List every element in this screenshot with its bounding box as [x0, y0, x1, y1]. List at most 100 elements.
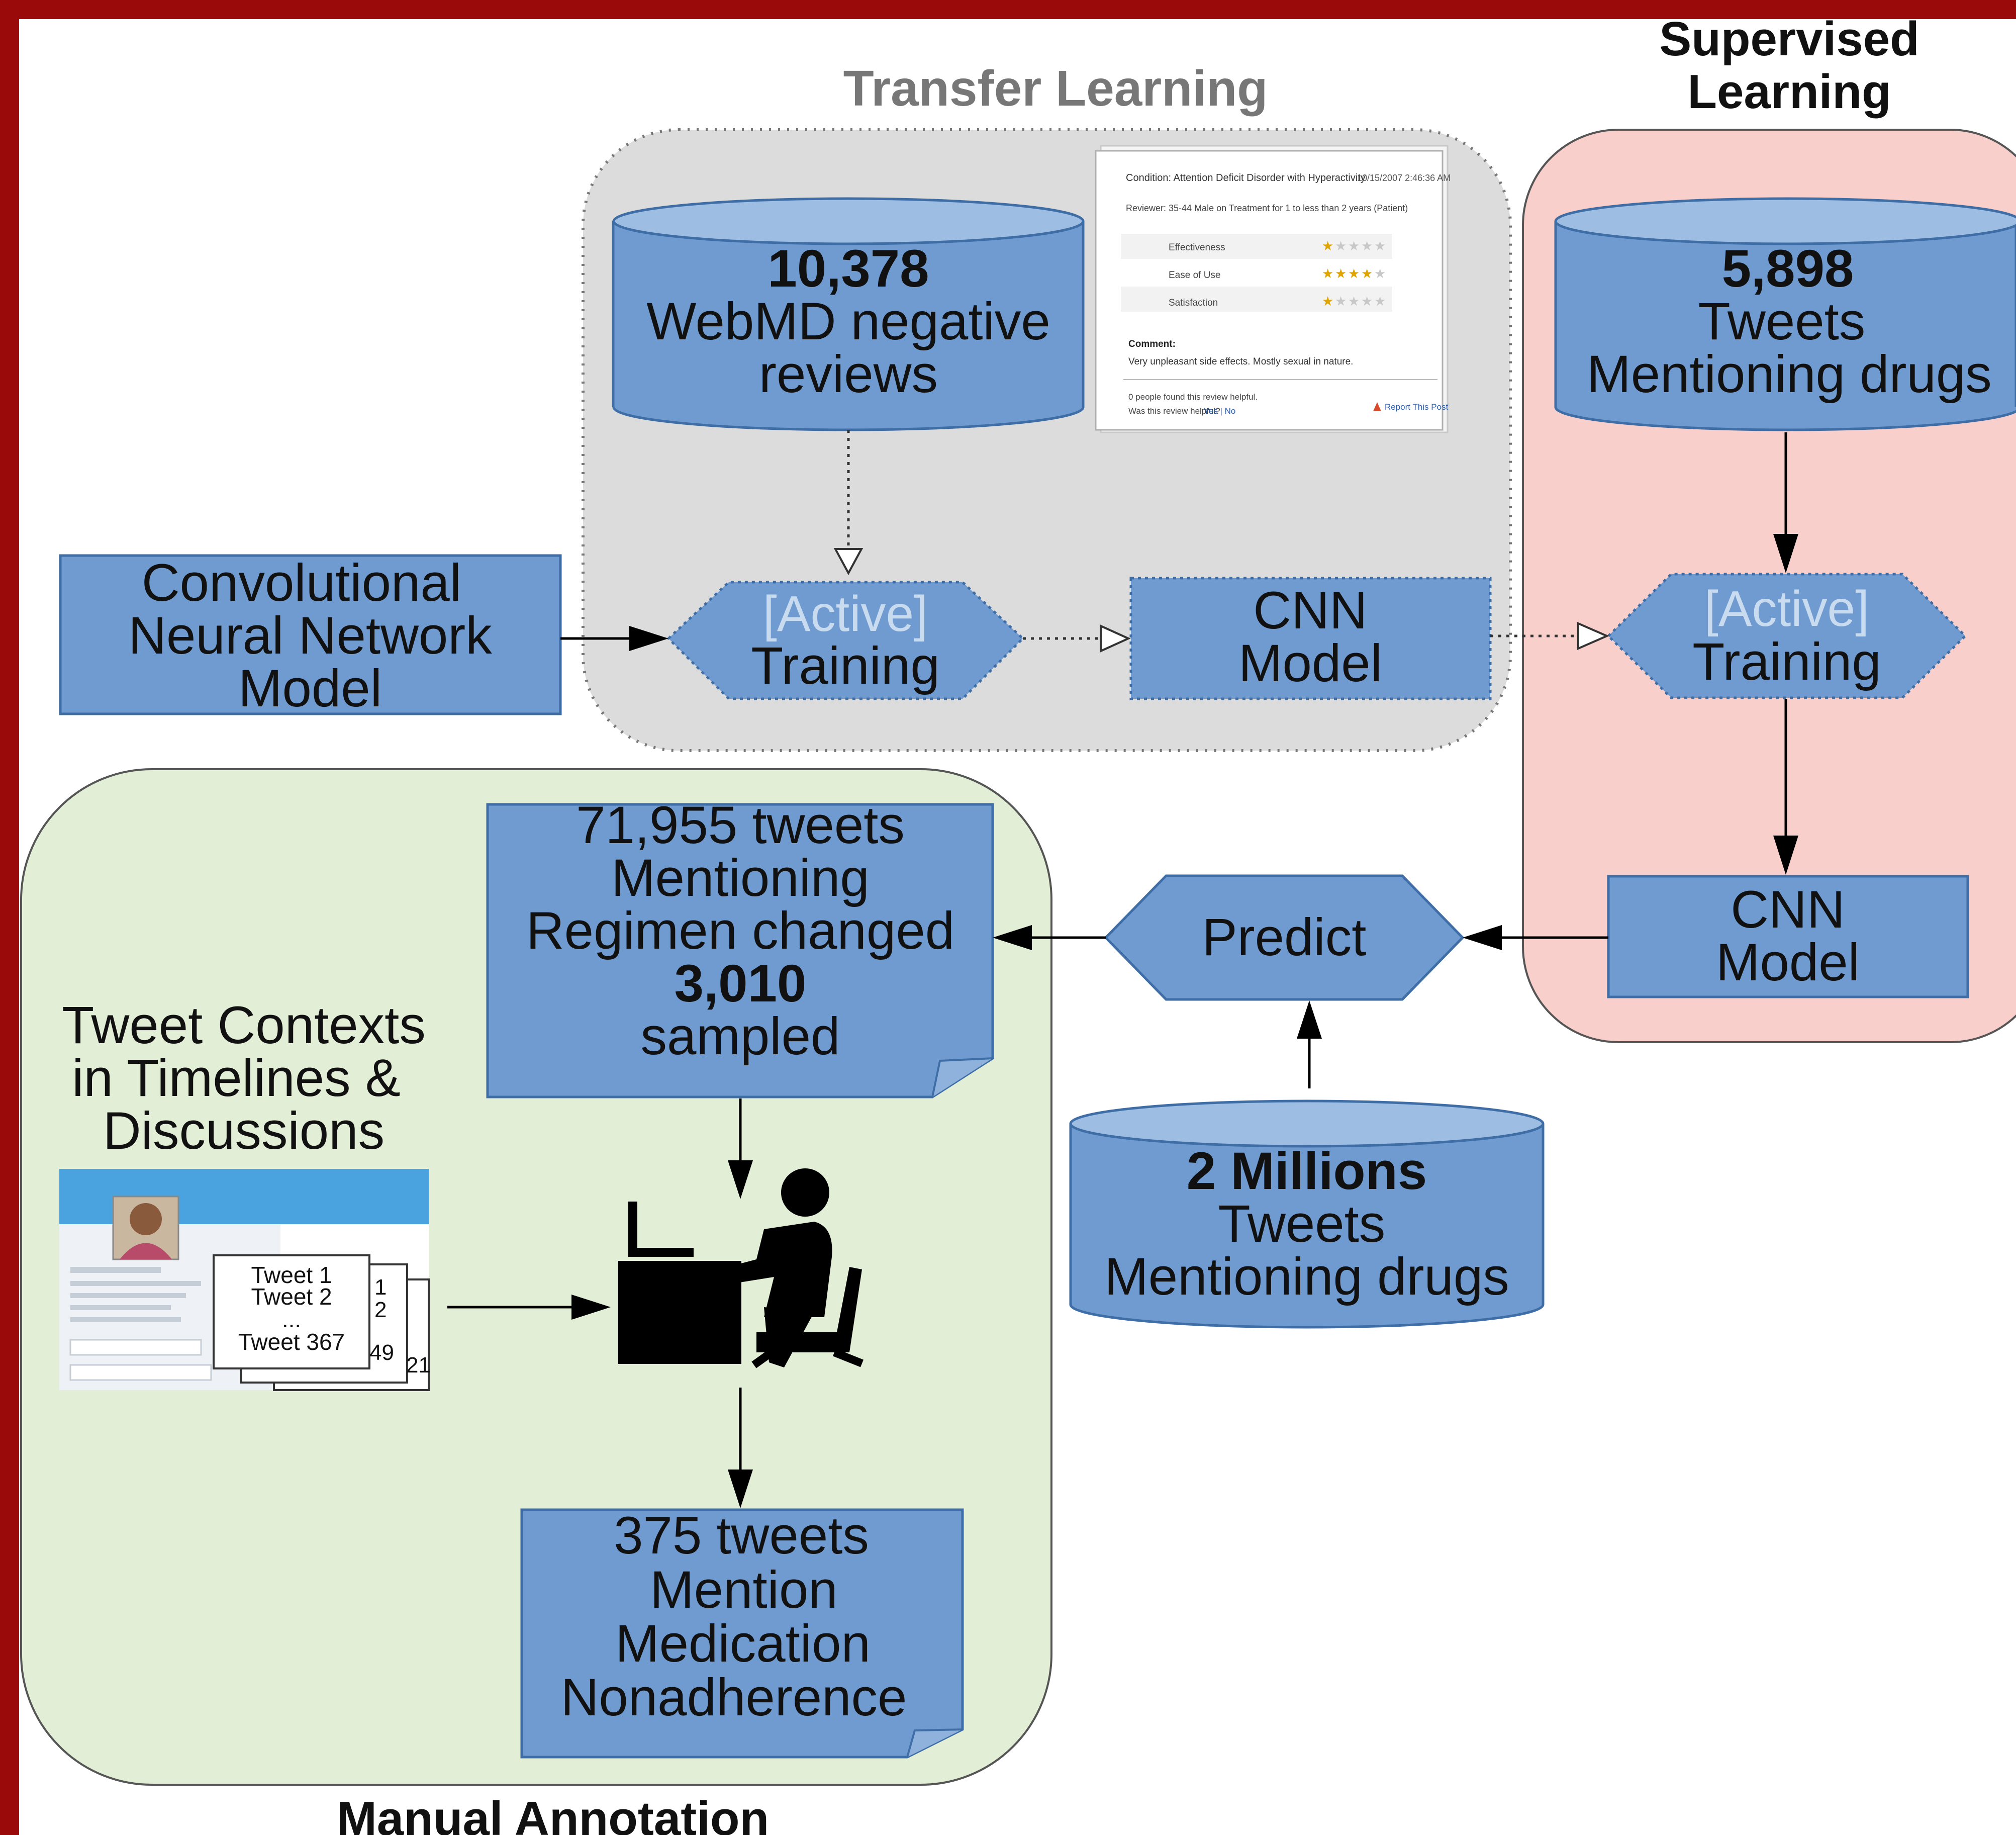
arrowhead-timeline-to-annotator	[571, 1295, 611, 1320]
regimen-line1: 71,955 tweets	[576, 796, 905, 855]
review-rating-row-bg-3	[1121, 287, 1392, 312]
review-rating-label-3: Satisfaction	[1169, 298, 1218, 308]
arrowhead-supervised-training-to-cnn	[1773, 836, 1798, 875]
profile-link-box	[69, 1364, 212, 1381]
rating-star-icon: ★	[1374, 294, 1386, 309]
report-flag-icon	[1373, 402, 1381, 411]
nonadherence-document-node: 375 tweets Mention Medication Nonadheren…	[520, 1506, 964, 1759]
rating-star-icon: ★	[1322, 266, 1333, 282]
rating-star-icon: ★	[1348, 266, 1360, 282]
transfer-training-hexagon	[666, 581, 1025, 700]
supervised-training-node: [Active] Training	[1606, 573, 1967, 699]
supervised-training-hexagon	[1606, 573, 1967, 699]
transfer-cnn-model-node: CNN Model	[1129, 577, 1492, 700]
arrowhead-cnn-to-supervised-training	[1577, 621, 1609, 651]
profile-text-line-5	[70, 1317, 181, 1322]
rating-star-icon: ★	[1361, 266, 1373, 282]
tweet-contexts-line2: in Timelines &	[72, 1049, 401, 1108]
supervised-training-label: Training	[1692, 632, 1881, 691]
arrowhead-training-to-cnn	[1100, 624, 1131, 653]
arrowhead-cnn-to-predict	[1463, 925, 1502, 950]
person-torso	[709, 1222, 832, 1317]
review-condition: Condition: Attention Deficit Disorder wi…	[1126, 172, 1366, 184]
connectors	[447, 430, 1798, 1508]
tweet-card-front	[213, 1254, 370, 1369]
nonadherence-line1: 375 tweets	[614, 1506, 869, 1565]
supervised-count: 5,898	[1722, 239, 1854, 298]
chair-seat	[756, 1267, 862, 1352]
regimen-document-fold	[931, 1057, 993, 1097]
supervised-cylinder-body-cover	[1556, 221, 2016, 407]
arrowhead-supervised-db-to-training	[1773, 534, 1798, 573]
review-report-link[interactable]: Report This Post	[1385, 402, 1449, 412]
review-reviewer: Reviewer: 35-44 Male on Treatment for 1 …	[1126, 203, 1408, 213]
tweet-card-back-fragment-2: 2	[374, 1298, 387, 1322]
millions-line1: Tweets	[1218, 1195, 1386, 1253]
supervised-cnn-line1: CNN	[1731, 880, 1845, 939]
millions-cylinder-top	[1069, 1099, 1545, 1148]
tweet-card-back-fragment-4: 21	[406, 1353, 431, 1378]
supervised-line2: Mentioning drugs	[1587, 345, 1992, 404]
arrowhead-cnn-to-training	[629, 626, 668, 651]
profile-text-line-4	[70, 1305, 171, 1310]
cnn-input-line1: Convolutional	[142, 554, 461, 612]
rating-star-icon: ★	[1374, 266, 1386, 282]
webmd-line1: WebMD negative	[646, 292, 1050, 351]
manual-annotation-title: Manual Annotation	[337, 1792, 769, 1835]
profile-text-line-3	[70, 1293, 186, 1298]
profile-text-line-1	[70, 1267, 161, 1273]
arrowhead-predict-to-regimen	[993, 925, 1032, 950]
transfer-cnn-line2: Model	[1238, 634, 1382, 693]
arrowhead-regimen-to-annotator	[728, 1160, 753, 1199]
rating-star-icon: ★	[1335, 239, 1347, 254]
rating-star-icon: ★	[1374, 239, 1386, 254]
webmd-cylinder-body-cover	[613, 221, 1083, 407]
regimen-count: 3,010	[675, 954, 807, 1013]
predict-label: Predict	[1202, 908, 1367, 967]
tweet-card-line2: Tweet 2	[251, 1283, 332, 1310]
tweet-card-line4: Tweet 367	[238, 1329, 345, 1355]
supervised-line1: Tweets	[1698, 292, 1866, 351]
webmd-database: 10,378 WebMD negative reviews	[612, 197, 1085, 431]
nonadherence-line2: Mention	[650, 1561, 838, 1619]
rating-star-icon: ★	[1322, 239, 1333, 254]
cnn-input-line2: Neural Network	[128, 606, 492, 665]
rating-star-icon: ★	[1348, 294, 1360, 309]
millions-cylinder-body-cover	[1071, 1124, 1543, 1305]
tweet-card-line3: ...	[282, 1306, 301, 1332]
webmd-count: 10,378	[767, 239, 929, 298]
tweet-card-back-fragment-1: 1	[374, 1275, 387, 1300]
cnn-input-box	[59, 554, 562, 715]
webmd-review-thumbnail: Condition: Attention Deficit Disorder wi…	[1095, 145, 1451, 433]
supervised-database: 5,898 Tweets Mentioning drugs	[1554, 197, 2016, 431]
review-comment-label: Comment:	[1128, 339, 1176, 349]
review-helpful-link[interactable]: Yes | No	[1204, 406, 1235, 416]
nonadherence-line3: Medication	[615, 1614, 871, 1673]
rating-star-icon: ★	[1322, 294, 1333, 309]
millions-line2: Mentioning drugs	[1104, 1247, 1509, 1306]
tweet-contexts-line1: Tweet Contexts	[62, 996, 426, 1055]
arrowhead-webmd-to-training	[833, 548, 863, 576]
transfer-cnn-box	[1129, 577, 1492, 700]
avatar-head	[130, 1203, 162, 1235]
review-star-ratings: ★★★★★★★★★★★★★★★	[1322, 239, 1386, 309]
supervised-cnn-line2: Model	[1716, 933, 1860, 992]
transfer-cnn-line1: CNN	[1253, 581, 1367, 640]
timeline-screenshot: 1 2 49 21 Tweet 1 Tweet 2 ... Tweet 367	[59, 1169, 431, 1391]
supervised-training-tag: [Active]	[1704, 581, 1869, 637]
regimen-line2: Mentioning	[611, 849, 870, 907]
webmd-cylinder-top	[612, 197, 1085, 245]
supervised-cnn-box	[1607, 875, 1969, 998]
transfer-learning-title: Transfer Learning	[843, 60, 1268, 117]
review-date: 10/15/2007 2:46:36 AM	[1357, 173, 1451, 183]
review-rating-label-1: Effectiveness	[1169, 242, 1225, 253]
profile-text-line-2	[70, 1281, 201, 1286]
review-rating-row-bg-1	[1121, 234, 1392, 259]
review-rating-label-2: Ease of Use	[1169, 270, 1221, 281]
review-comment: Very unpleasant side effects. Mostly sex…	[1128, 356, 1353, 367]
supervised-cnn-model-node: CNN Model	[1607, 875, 1969, 998]
review-helpful-count: 0 people found this review helpful.	[1128, 392, 1258, 402]
profile-search-box	[69, 1339, 202, 1356]
supervised-learning-title-line1: Supervised	[1659, 12, 1919, 66]
